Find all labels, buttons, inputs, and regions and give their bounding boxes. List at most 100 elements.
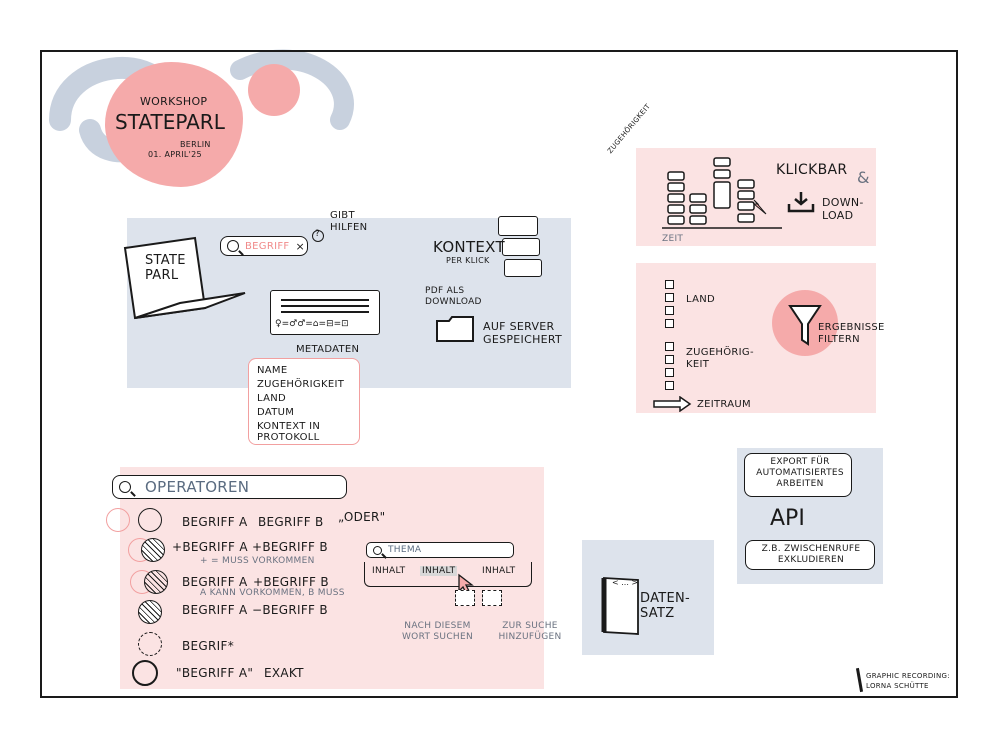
api-label: API — [770, 506, 805, 531]
download-label: DOWN-LOAD — [822, 196, 864, 222]
title-blob — [105, 62, 243, 187]
recording-frame — [40, 50, 958, 698]
meta-item-zugehoerigkeit: ZUGEHÖRIGKEIT — [257, 379, 345, 390]
venn-left-1 — [106, 508, 130, 532]
inhalt-2[interactable]: INHALT — [420, 566, 458, 576]
context-sub: PER KLICK — [446, 256, 490, 265]
funnel-icon[interactable] — [788, 304, 822, 348]
op-row4-a: BEGRIFF A — [182, 603, 248, 617]
checkbox-land-4[interactable] — [665, 319, 674, 328]
add-search-icon[interactable] — [482, 590, 502, 606]
venn-right-1 — [138, 508, 162, 532]
venn-6 — [132, 660, 158, 686]
arrow-right-icon — [653, 396, 692, 412]
title-date: 01. APRIL'25 — [148, 150, 202, 159]
search-word-icon[interactable] — [455, 590, 475, 606]
checkbox-zug-4[interactable] — [665, 381, 674, 390]
op-row1-b: BEGRIFF B — [258, 515, 324, 529]
checkbox-land-2[interactable] — [665, 293, 674, 302]
api-export-text: EXPORT FÜR AUTOMATISIERTES ARBEITEN — [756, 457, 844, 489]
venn-right-2 — [141, 538, 165, 562]
op-row2-b: +BEGRIFF B — [252, 540, 328, 554]
search-input[interactable]: BEGRIFF × — [220, 236, 308, 256]
title-name: STATEPARL — [115, 110, 225, 134]
search-icon — [373, 545, 382, 555]
operators-panel — [120, 467, 544, 689]
checkbox-zug-3[interactable] — [665, 368, 674, 377]
op-row3-a: BEGRIFF A — [182, 575, 248, 589]
filter-results: ERGEBNISSE FILTERN — [818, 322, 885, 345]
api-export-bubble: EXPORT FÜR AUTOMATISIERTES ARBEITEN — [744, 453, 852, 497]
dataset-code: < ... > — [612, 578, 639, 587]
venn-5 — [138, 632, 162, 656]
chart-zeit-label: ZEIT — [662, 234, 684, 244]
search-query: BEGRIFF — [245, 240, 290, 252]
download-icon[interactable] — [786, 190, 816, 214]
inhalt-1[interactable]: INHALT — [372, 566, 406, 576]
op-row2-a: +BEGRIFF A — [172, 540, 248, 554]
operators-search[interactable]: OPERATOREN — [112, 475, 347, 499]
context-bubble-3[interactable] — [504, 259, 542, 277]
folder-icon — [436, 316, 474, 342]
result-document[interactable]: ♀=♂♂=⌂=⊟=⊡ — [270, 290, 380, 335]
op-row5-a: BEGRIF* — [182, 639, 234, 653]
inhalt-bracket — [364, 562, 532, 587]
op-row3-b: +BEGRIFF B — [253, 575, 329, 589]
help-text: GIBT HILFEN — [330, 210, 368, 233]
help-mark: ? — [315, 229, 320, 239]
checkbox-land-3[interactable] — [665, 306, 674, 315]
op-row6-b: EXAKT — [264, 666, 304, 680]
inhalt-3[interactable]: INHALT — [482, 566, 516, 576]
op-row1-a: BEGRIFF A — [182, 515, 248, 529]
amp-label: & — [857, 168, 870, 187]
title-blob-small — [248, 64, 300, 116]
clear-icon[interactable]: × — [295, 239, 305, 253]
api-exclude-text: Z.B. ZWISCHENRUFE EXKLUDIEREN — [761, 544, 861, 565]
stacked-bars — [662, 157, 782, 229]
meta-item-datum: DATUM — [257, 407, 295, 418]
thema-search[interactable]: THEMA — [366, 542, 514, 558]
venn-4 — [138, 600, 162, 624]
pdf-download[interactable]: PDF ALS DOWNLOAD — [425, 286, 482, 307]
checkbox-zug-2[interactable] — [665, 355, 674, 364]
laptop-label: STATE PARL — [145, 253, 186, 283]
op-row1-note: „ODER" — [338, 510, 386, 524]
search-icon — [227, 240, 239, 252]
laptop-icon — [123, 236, 246, 320]
meta-icons-row: ♀=♂♂=⌂=⊟=⊡ — [275, 319, 349, 329]
context-bubble-1[interactable] — [498, 216, 538, 236]
help-icon[interactable] — [312, 230, 324, 242]
server-note: AUF SERVER GESPEICHERT — [483, 320, 563, 346]
thema-label: THEMA — [388, 545, 422, 555]
meta-item-kontext: KONTEXT IN PROTOKOLL — [257, 421, 321, 443]
meta-label: METADATEN — [296, 344, 360, 355]
op-row3-note: A KANN VORKOMMEN, B MUSS — [200, 588, 345, 598]
op-row2-note: + = MUSS VORKOMMEN — [200, 556, 315, 566]
credit-line1: GRAPHIC RECORDING: — [866, 672, 950, 680]
venn-right-3 — [144, 570, 168, 594]
meta-tooltip: NAME ZUGEHÖRIGKEIT LAND DATUM KONTEXT IN… — [248, 358, 360, 445]
filter-zugehoerigkeit: ZUGEHÖRIG-KEIT — [686, 347, 754, 370]
context-bubble-2[interactable] — [502, 238, 540, 256]
context-title: KONTEXT — [433, 238, 505, 256]
dataset-label: DATEN-SATZ — [640, 591, 691, 621]
search-word-note: NACH DIESEM WORT SUCHEN — [401, 621, 473, 642]
meta-item-land: LAND — [257, 393, 287, 404]
operators-title: OPERATOREN — [145, 478, 250, 496]
credit-line2: LORNA SCHÜTTE — [866, 682, 929, 690]
filter-panel — [636, 263, 876, 413]
title-city: BERLIN — [180, 140, 211, 149]
title-workshop: WORKSHOP — [140, 95, 208, 108]
op-row4-b: −BEGRIFF B — [252, 603, 328, 617]
book-icon[interactable] — [600, 574, 642, 636]
api-exclude-bubble: Z.B. ZWISCHENRUFE EXKLUDIEREN — [745, 540, 875, 570]
filter-zeitraum: ZEITRAUM — [697, 399, 751, 410]
filter-land: LAND — [686, 294, 716, 305]
checkbox-zug-1[interactable] — [665, 342, 674, 351]
checkbox-land-1[interactable] — [665, 280, 674, 289]
meta-item-name: NAME — [257, 365, 288, 376]
add-search-note: ZUR SUCHE HINZUFÜGEN — [498, 621, 562, 642]
klickbar-label: KLICKBAR — [776, 162, 848, 178]
op-row6-a: "BEGRIFF A" — [176, 666, 254, 680]
search-icon — [119, 481, 131, 493]
